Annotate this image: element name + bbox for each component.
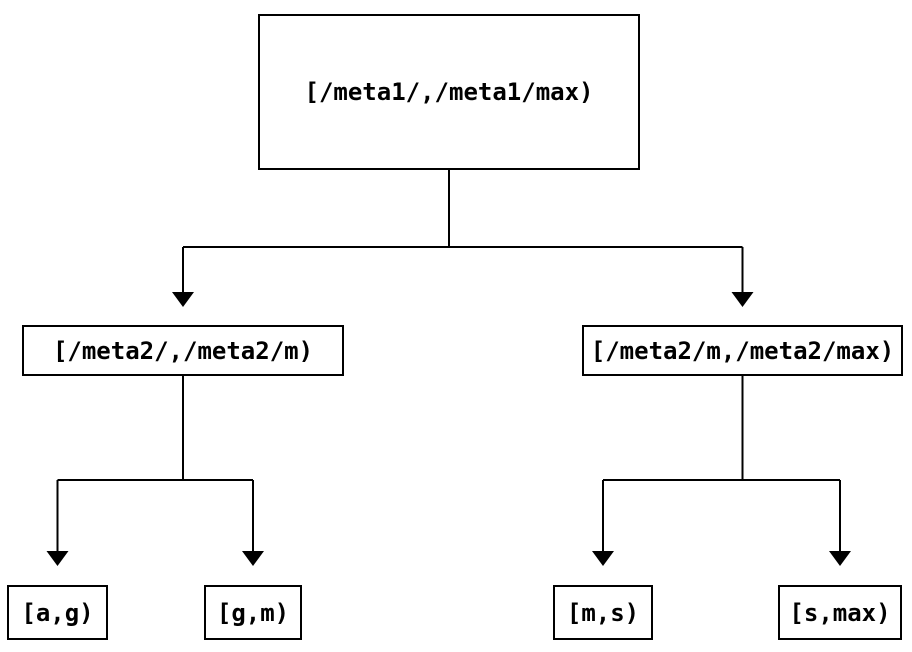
edge-root-to-children — [172, 170, 754, 307]
arrowhead-down-icon — [242, 551, 264, 566]
arrowhead-down-icon — [731, 292, 754, 307]
arrowhead-down-icon — [592, 551, 614, 566]
node-leaf-gm: [g,m) — [204, 585, 302, 640]
node-leaf-ms: [m,s) — [553, 585, 653, 640]
node-leaf-ms-label: [m,s) — [566, 598, 640, 627]
node-leaf-gm-label: [g,m) — [216, 598, 290, 627]
node-root-label: [/meta1/,/meta1/max) — [304, 78, 594, 106]
node-leaf-smax: [s,max) — [778, 585, 902, 640]
arrowhead-down-icon — [172, 292, 194, 307]
arrowhead-down-icon — [829, 551, 851, 566]
node-left-child-label: [/meta2/,/meta2/m) — [52, 336, 314, 365]
edge-right-to-leaves — [592, 376, 851, 566]
node-leaf-ag-label: [a,g) — [21, 598, 94, 627]
edge-left-to-leaves — [46, 376, 264, 566]
node-leaf-ag: [a,g) — [7, 585, 108, 640]
node-right-child-label: [/meta2/m,/meta2/max) — [590, 336, 895, 365]
node-left-child: [/meta2/,/meta2/m) — [22, 325, 344, 376]
arrowhead-down-icon — [46, 551, 69, 566]
node-root: [/meta1/,/meta1/max) — [258, 14, 640, 170]
node-right-child: [/meta2/m,/meta2/max) — [582, 325, 903, 376]
node-leaf-smax-label: [s,max) — [789, 598, 891, 627]
